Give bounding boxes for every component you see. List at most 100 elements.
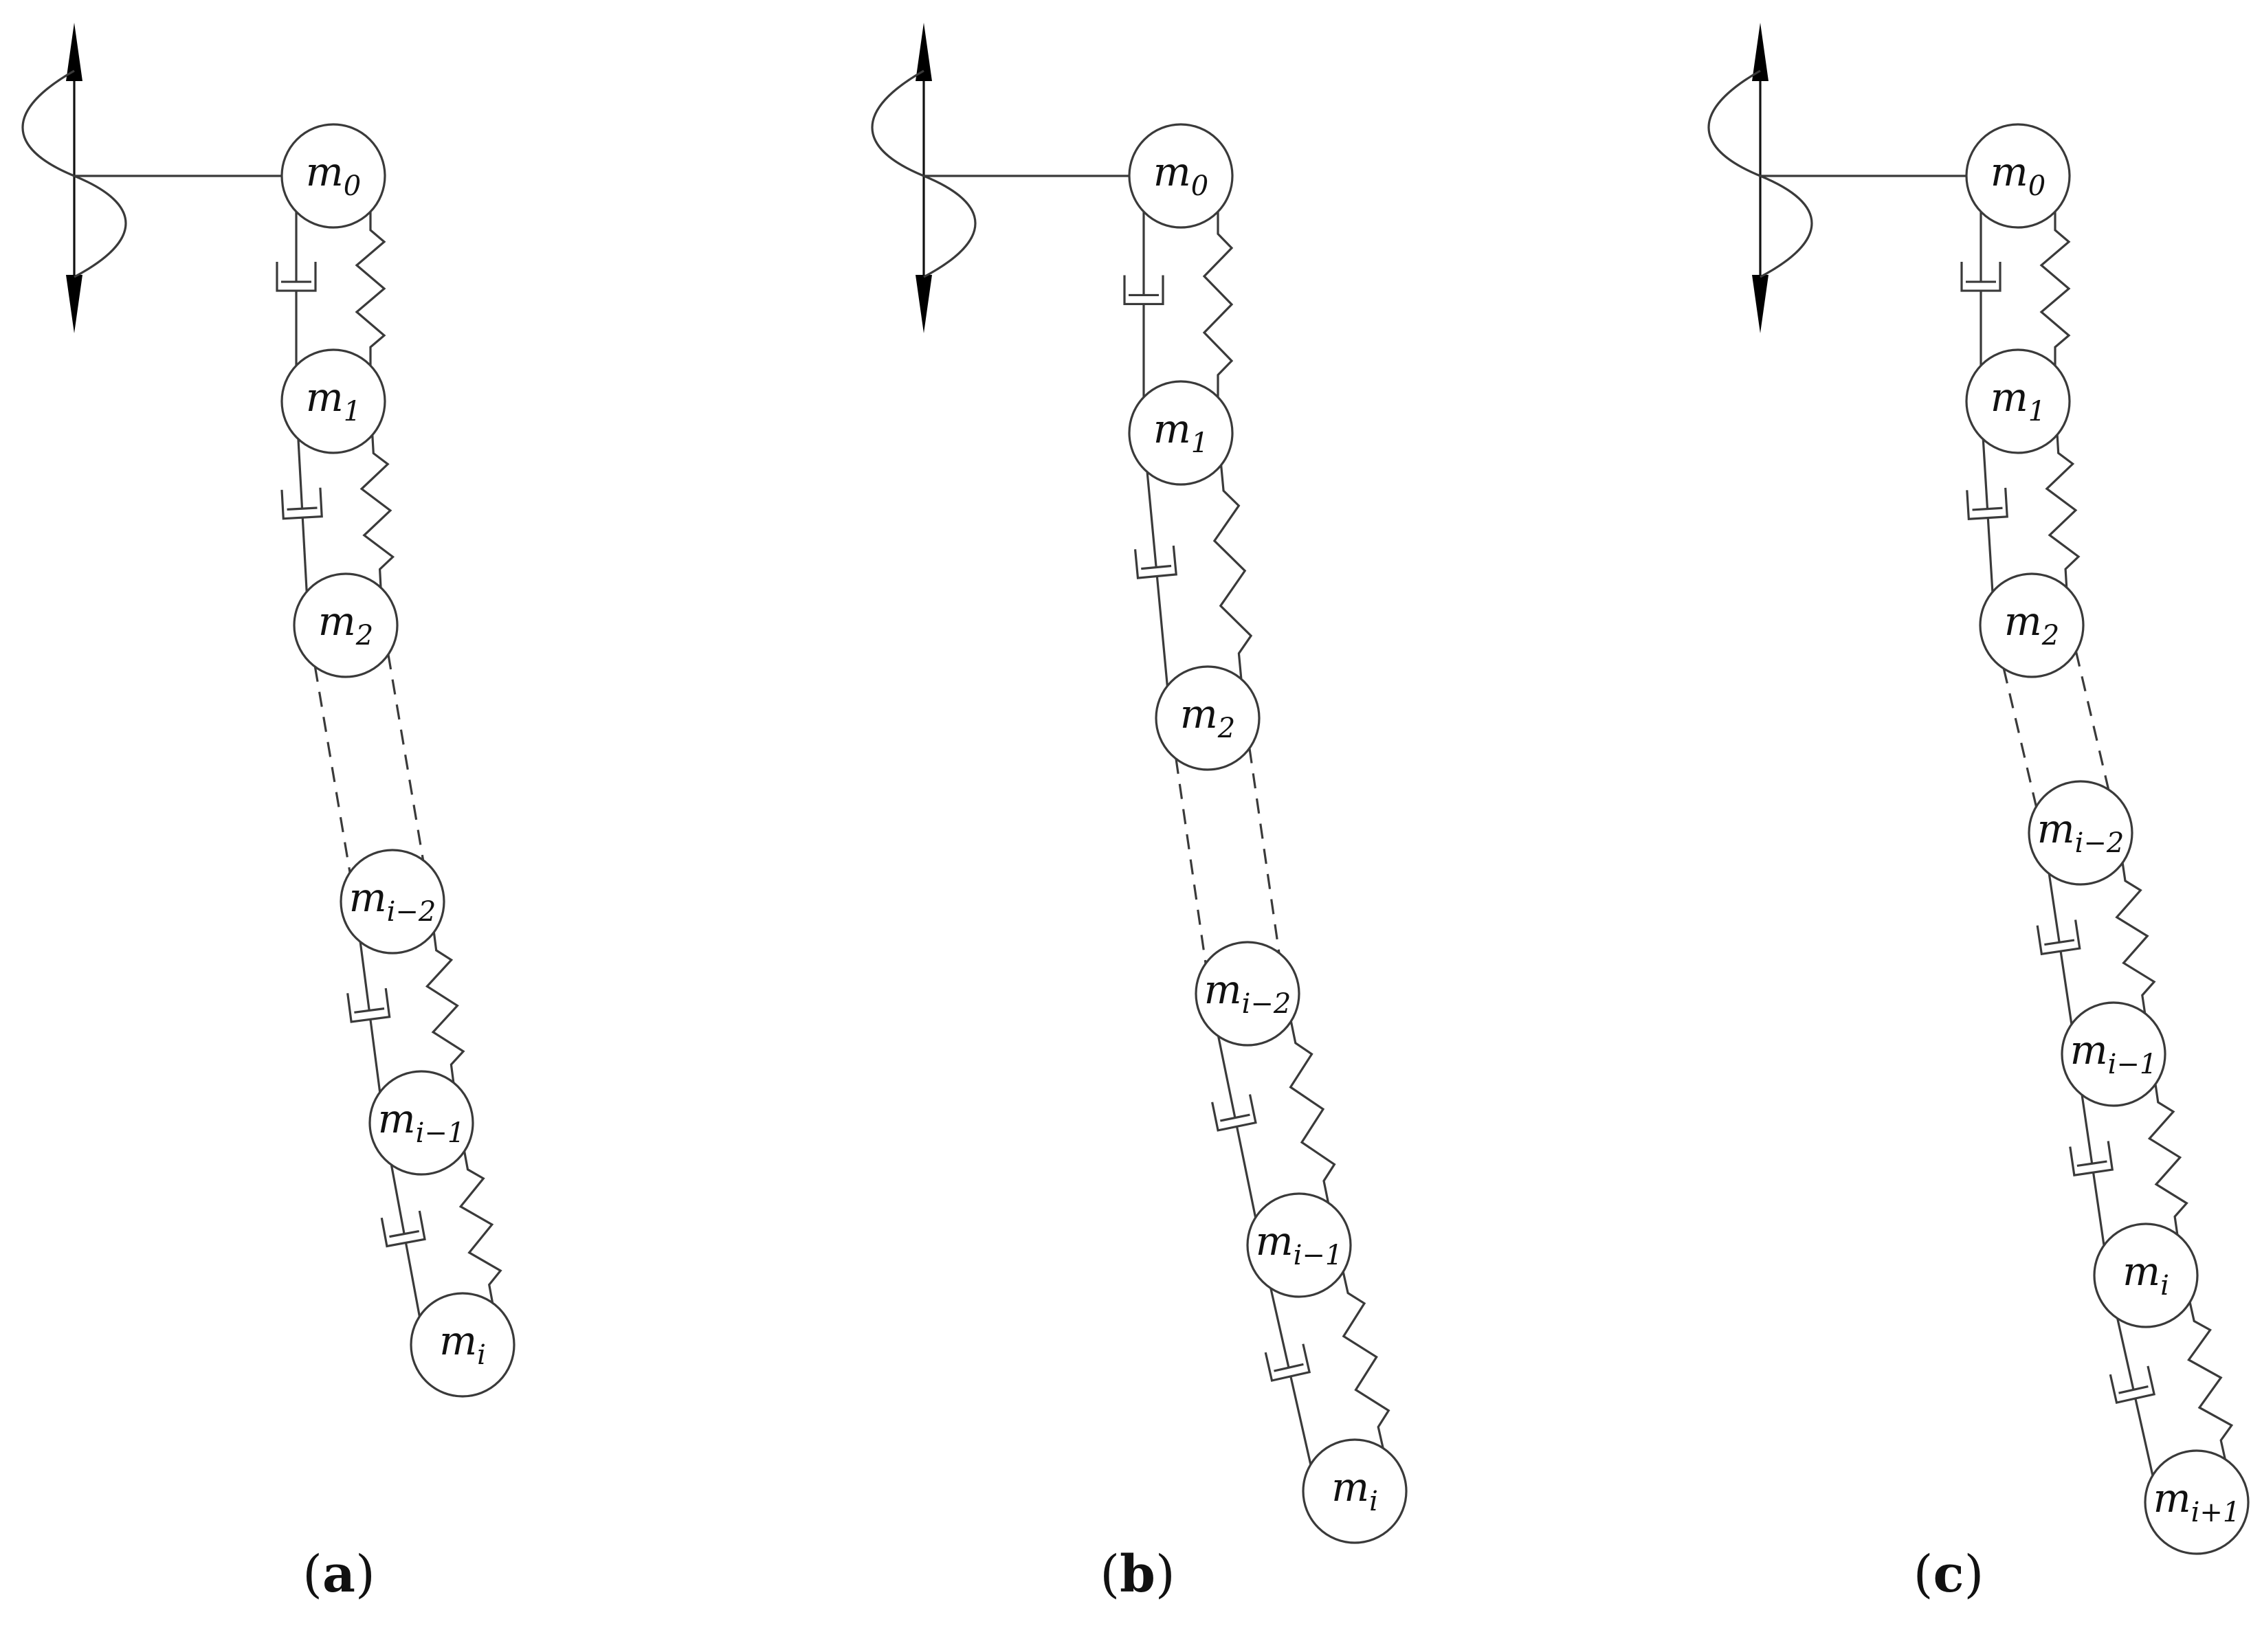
mass-circle [1965,348,2071,454]
mass-node: m2 [293,572,399,678]
mass-node: mi+1 [2144,1449,2250,1555]
links-a [276,212,502,1317]
mass-node: mi−2 [340,849,445,955]
mass-subscript: 1 [1191,427,1208,459]
links-c [1960,212,2234,1476]
mass-node: m1 [280,348,386,454]
arrow-down-icon [66,275,82,333]
damper-icon [346,941,391,1093]
mass-symbol: m [1331,1464,1369,1510]
spring-icon [1342,1271,1390,1449]
mass-node: m2 [1155,665,1261,771]
mass-circle [1246,1192,1352,1298]
mass-node: m2 [1979,572,2085,678]
mass-circle [1979,572,2085,678]
damper-icon [2109,1318,2156,1476]
mass-label: m2 [318,598,373,651]
mass-symbol: m [306,374,344,421]
mass-subscript: 2 [2041,620,2059,651]
panel-label-c: (c) [1914,1545,1984,1604]
mass-subscript: i−2 [387,896,436,928]
arrow-down-icon [916,275,932,333]
mass-circle [1195,941,1300,1047]
mass-subscript: 2 [1217,713,1235,744]
mass-circle [340,849,445,955]
mass-circle [2028,780,2133,886]
mass-label: m1 [1991,374,2045,427]
spring-icon [359,434,395,588]
mass-subscript: 1 [344,396,361,427]
mass-label: m2 [2004,598,2059,651]
mass-label: m0 [1991,148,2045,202]
mass-subscript: 2 [355,620,373,651]
mass-circle [1128,123,1234,229]
damper-icon [2069,1095,2114,1246]
spring-icon [458,1151,502,1304]
mass-node: m0 [1128,123,1234,229]
mass-label: m2 [1180,691,1235,744]
mass-label: mi−2 [349,874,436,928]
mass-symbol: m [1991,374,2028,421]
mass-symbol: m [349,874,387,921]
panel-label-a: (a) [302,1545,375,1604]
mass-circle [2093,1223,2199,1328]
mass-subscript: i [1369,1486,1378,1517]
spring-icon [1212,465,1253,680]
dashed-link-right [313,667,351,873]
panel-label-b-letter: b [1120,1545,1155,1604]
mass-circle [1965,123,2071,229]
mass-subscript: i [477,1339,486,1371]
mass-subscript: i+1 [2191,1497,2241,1528]
dashed-link-left [2074,651,2110,790]
mass-node: mi−1 [1246,1192,1352,1298]
excitation-b [871,23,1130,333]
excitation-c [1707,23,1967,333]
dashed-link-right [1175,758,1207,964]
mass-subscript: i [2160,1270,2169,1302]
mass-symbol: m [378,1095,416,1142]
mass-circle [1128,380,1234,486]
mass-symbol: m [2070,1027,2108,1073]
mass-circle [280,123,386,229]
damper-icon [380,1164,426,1317]
dashed-link-right [2002,668,2038,807]
panel-label-c-letter: c [1933,1545,1964,1604]
mass-symbol: m [1153,148,1191,195]
damper-icon [1966,439,2008,592]
dashed-link-left [387,654,425,860]
damper-icon [1133,471,1177,687]
spring-icon [2039,212,2071,366]
spring-icon [355,212,386,366]
mass-label: mi [439,1317,486,1371]
mass-label: mi+1 [2153,1475,2241,1528]
mass-label: mi [2122,1248,2169,1302]
mass-symbol: m [306,148,344,195]
mass-label: m1 [1153,405,1208,459]
arrow-up-icon [66,23,82,81]
spring-icon [2147,1084,2188,1235]
spring-icon [1202,212,1234,397]
damper-icon [1211,1036,1257,1218]
mass-node: m1 [1965,348,2071,454]
excitation-a [21,23,283,333]
mass-label: mi−2 [2037,805,2125,859]
mass-label: mi−1 [2070,1027,2158,1080]
mass-node: m0 [1965,123,2071,229]
arrow-down-icon [1752,275,1768,333]
mass-subscript: 0 [1191,170,1208,202]
spring-icon [1289,1020,1336,1203]
mass-symbol: m [1153,405,1191,452]
mass-symbol: m [2153,1475,2191,1521]
arrow-up-icon [1752,23,1768,81]
mass-symbol: m [1256,1218,1294,1264]
mass-subscript: 1 [2028,396,2045,427]
damper-icon [2036,873,2081,1025]
mass-subscript: 0 [2028,170,2045,202]
mass-circle [2061,1001,2166,1107]
mass-circle [1302,1438,1408,1544]
